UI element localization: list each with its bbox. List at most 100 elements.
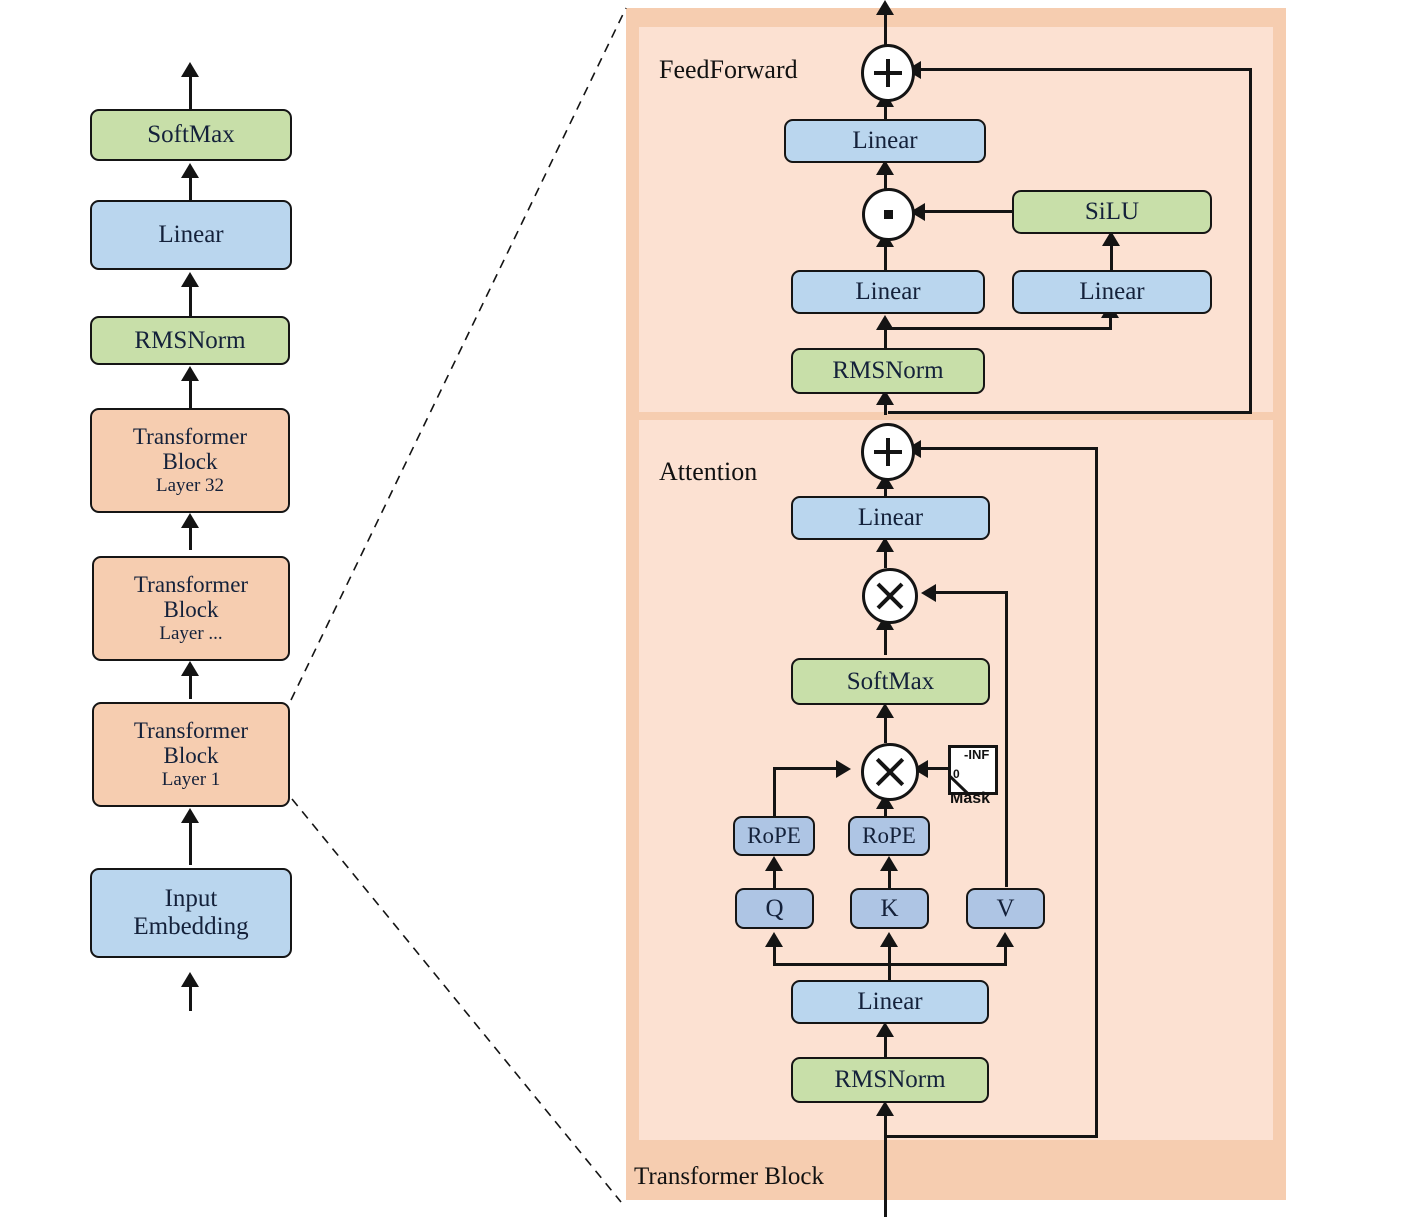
left-arrow-linear-softmax-icon (181, 163, 199, 178)
ff-output-line (884, 10, 887, 48)
attn-node-k[interactable]: K (850, 888, 929, 929)
tbdots-line2: Block (163, 596, 219, 622)
left-softmax-label: SoftMax (147, 121, 235, 148)
left-node-transformer-block-dots[interactable]: Transformer Block Layer ... (92, 556, 290, 661)
attn-matmul-qk-node[interactable] (861, 743, 919, 801)
attn-matmul-scores-values-node[interactable] (862, 568, 918, 624)
attn-node-linear-out[interactable]: Linear (791, 496, 990, 540)
ff-node-linear-gate[interactable]: Linear (791, 270, 985, 314)
attn-input-line (884, 1113, 887, 1217)
attn-link-mm1-softmax (884, 715, 887, 743)
attn-arrow-linear-k-icon (880, 932, 898, 947)
left-node-softmax[interactable]: SoftMax (90, 109, 292, 161)
ff-rmsnorm-label: RMSNorm (832, 357, 944, 384)
left-node-transformer-block-32[interactable]: Transformer Block Layer 32 (90, 408, 290, 513)
left-node-rmsnorm[interactable]: RMSNorm (90, 316, 290, 365)
ff-residual-h-bottom (888, 411, 1252, 414)
ff-node-silu[interactable]: SiLU (1012, 190, 1212, 234)
ff-link-linearup-silu (1110, 243, 1113, 270)
attn-q-branch-h (773, 767, 837, 770)
attn-qkv-fanout-v-q (773, 944, 776, 966)
transformer-block-panel-label: Transformer Block (634, 1163, 825, 1190)
embedding-line1: Input (164, 885, 218, 912)
attn-q-branch-v (773, 767, 776, 817)
attn-node-rope-k[interactable]: RoPE (848, 816, 930, 856)
attn-linear-out-label: Linear (857, 504, 924, 531)
tb1-line2: Block (163, 742, 219, 768)
attn-link-softmax-mm2 (884, 627, 887, 655)
attn-arrow-input-rmsnorm-icon (876, 1101, 894, 1116)
feedforward-panel-label: FeedForward (659, 55, 798, 84)
attn-node-linear-in[interactable]: Linear (791, 980, 989, 1024)
callout-line-upper (290, 7, 627, 701)
attn-node-v[interactable]: V (966, 888, 1045, 929)
attn-node-rope-q[interactable]: RoPE (733, 816, 815, 856)
attn-arrow-rmsnorm-linearin-icon (876, 1022, 894, 1037)
attn-node-softmax[interactable]: SoftMax (791, 658, 990, 705)
attn-arrow-q-ropeq-icon (765, 856, 783, 871)
tbdots-layer-label: Layer ... (159, 622, 223, 644)
left-input-line (189, 985, 192, 1011)
attn-rope-q-label: RoPE (747, 823, 801, 849)
tb32-line2: Block (162, 448, 218, 474)
ff-arrow-linearup-silu-icon (1102, 231, 1120, 246)
tb32-layer-label: Layer 32 (155, 474, 225, 496)
left-link-embedding-tb1 (189, 820, 192, 865)
ff-residual-add-node[interactable] (861, 44, 915, 102)
ff-residual-v (1249, 68, 1252, 414)
left-link-rmsnorm-linear (189, 285, 192, 316)
left-link-tbdots-tb32 (189, 526, 192, 550)
attn-residual-h-bottom (886, 1135, 1098, 1138)
ff-linear-gate-label: Linear (855, 278, 921, 305)
attn-arrow-mm1-softmax-icon (876, 703, 894, 718)
left-link-tb1-tbdots (189, 673, 192, 699)
attn-link-k-ropek (888, 868, 891, 888)
attn-rope-k-label: RoPE (862, 823, 916, 849)
left-node-transformer-block-1[interactable]: Transformer Block Layer 1 (92, 702, 290, 807)
attn-mask-icon (948, 745, 998, 795)
attn-residual-v (1095, 447, 1098, 1138)
left-link-linear-softmax (189, 176, 192, 206)
ff-arrow-rmsnorm-lineargate-icon (876, 315, 894, 330)
attn-node-q[interactable]: Q (735, 888, 814, 929)
ff-node-linear-up[interactable]: Linear (1012, 270, 1212, 314)
attn-link-rmsnorm-linearin (884, 1034, 887, 1057)
ff-link-attnadd-rmsnorm (884, 400, 887, 415)
left-node-linear[interactable]: Linear (90, 200, 292, 270)
ff-output-arrow-icon (876, 0, 894, 15)
ff-linear-out-label: Linear (852, 127, 918, 154)
attn-rmsnorm-label: RMSNorm (834, 1066, 946, 1093)
left-rmsnorm-label: RMSNorm (134, 326, 246, 354)
attn-v-branch-v (1005, 591, 1008, 887)
ff-elementwise-multiply-node[interactable] (862, 188, 915, 241)
ff-link-linearout-add (884, 105, 887, 125)
ff-node-linear-out[interactable]: Linear (784, 119, 986, 163)
attn-arrow-v-mm2-icon (921, 584, 936, 602)
attn-mask-zero-label: 0 (953, 767, 960, 781)
attn-arrow-k-ropek-icon (880, 856, 898, 871)
attn-v-label: V (996, 894, 1015, 922)
attn-residual-add-node[interactable] (861, 423, 915, 481)
left-arrow-embedding-tb1-icon (181, 808, 199, 823)
tb1-layer-label: Layer 1 (161, 768, 221, 790)
attn-qkv-fanout-v-k (888, 944, 891, 984)
attn-arrow-linear-q-icon (765, 932, 783, 947)
ff-link-mul-linearout (884, 172, 887, 189)
left-arrow-tb32-rmsnorm-icon (181, 366, 199, 381)
left-output-line (189, 73, 192, 109)
embedding-line2: Embedding (133, 913, 249, 940)
attn-residual-h-top (918, 447, 1098, 450)
left-linear-label: Linear (158, 221, 224, 248)
ff-fanout-h (884, 327, 1112, 330)
ff-linear-up-label: Linear (1079, 278, 1145, 305)
ff-silu-label: SiLU (1084, 198, 1140, 225)
tb32-line1: Transformer (132, 424, 248, 450)
left-node-input-embedding[interactable]: Input Embedding (90, 868, 292, 958)
attn-link-mask-mm1 (928, 767, 950, 770)
ff-node-rmsnorm[interactable]: RMSNorm (791, 348, 985, 394)
attn-node-rmsnorm[interactable]: RMSNorm (791, 1057, 989, 1103)
ff-arrow-mul-linearout-icon (876, 160, 894, 175)
attn-v-branch-h (935, 591, 1007, 594)
attn-link-mm2-linearo (884, 550, 887, 568)
